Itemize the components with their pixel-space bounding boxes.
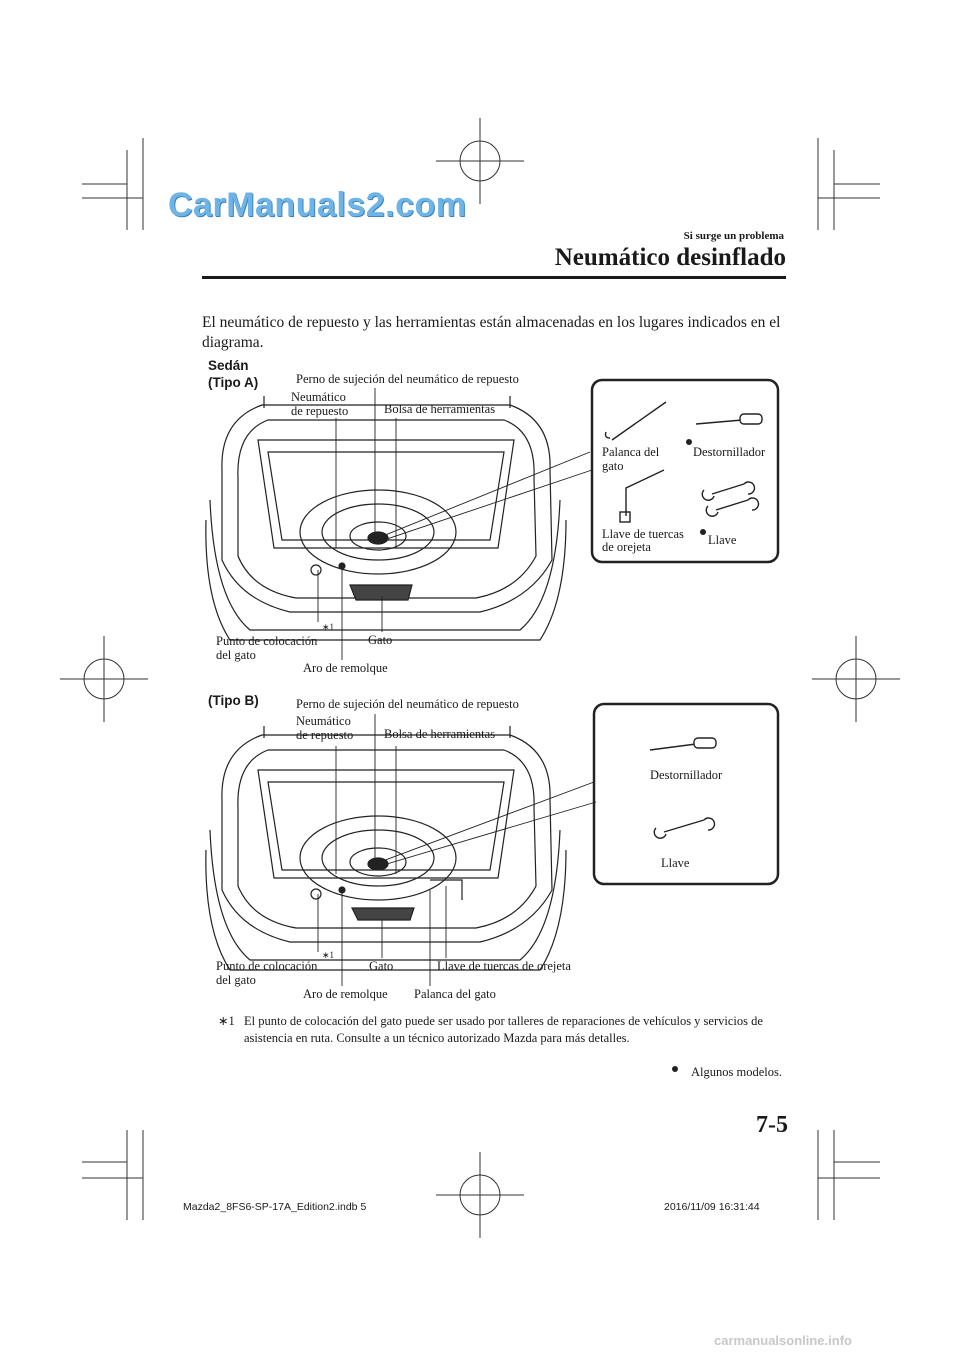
some-models-note: Algunos modelos. <box>691 1065 782 1079</box>
source-watermark: carmanualsonline.info <box>714 1333 852 1348</box>
label-neumatico-a-line1: Neumático <box>291 390 346 404</box>
tools-panel-type-b <box>592 702 780 886</box>
label-neumatico-b-line1: Neumático <box>296 714 351 728</box>
crop-marks <box>82 138 880 1220</box>
type-a-heading-line2: (Tipo A) <box>208 375 259 390</box>
label-destornillador-b: Destornillador <box>650 768 723 782</box>
label-llave-tuercas-a: Llave de tuercas de orejeta <box>602 528 684 554</box>
label-llave-tuercas-b: Llave de tuercas de orejeta <box>437 959 571 973</box>
footnote-text: El punto de colocación del gato puede se… <box>244 1014 763 1045</box>
label-punto-b-line2: del gato <box>216 973 256 987</box>
label-punto-b-line1: Punto de colocación <box>216 959 318 973</box>
section-title: Si surge un problema <box>683 230 784 242</box>
label-llave-tuercas-a-line2: de orejeta <box>602 540 651 554</box>
print-file-info: Mazda2_8FS6-SP-17A_Edition2.indb 5 <box>183 1201 367 1213</box>
label-punto-a-line1: Punto de colocación <box>216 634 318 648</box>
print-date-info: 2016/11/09 16:31:44 <box>664 1201 760 1213</box>
label-llave-b: Llave <box>661 856 690 870</box>
label-perno-a: Perno de sujeción del neumático de repue… <box>296 372 519 386</box>
type-a-heading: Sedán (Tipo A) <box>208 357 258 391</box>
label-palanca-b: Palanca del gato <box>414 987 496 1001</box>
registration-marks <box>60 118 900 1238</box>
label-neumatico-a: Neumático de repuesto <box>291 390 348 418</box>
footnote: ∗1 El punto de colocación del gato puede… <box>218 1013 778 1047</box>
label-aro-b: Aro de remolque <box>303 987 388 1001</box>
label-bolsa-a: Bolsa de herramientas <box>384 402 496 416</box>
label-gato-b: Gato <box>369 959 394 973</box>
some-models-marks-type-a <box>686 439 706 535</box>
tools-panel-type-a <box>590 378 780 564</box>
label-palanca-a-line1: Palanca del <box>602 445 660 459</box>
label-destornillador-a: Destornillador <box>693 445 766 459</box>
label-punto-a-line2: del gato <box>216 648 256 662</box>
type-b-heading: (Tipo B) <box>208 693 259 708</box>
footnote-ref-a: ∗1 <box>322 622 335 632</box>
leader-lines-type-a <box>317 388 593 660</box>
trunk-illustration-type-a <box>205 396 567 641</box>
header-rule <box>202 276 786 279</box>
tools-illustrations-type-a <box>604 401 763 523</box>
type-a-heading-line1: Sedán <box>208 358 249 373</box>
label-perno-b: Perno de sujeción del neumático de repue… <box>296 697 519 711</box>
label-palanca-a: Palanca del gato <box>602 445 659 473</box>
label-aro-a: Aro de remolque <box>303 661 388 675</box>
label-neumatico-b: Neumático de repuesto <box>296 714 353 742</box>
footnote-mark: ∗1 <box>218 1014 235 1028</box>
label-bolsa-b: Bolsa de herramientas <box>384 727 496 741</box>
label-llave-tuercas-a-line1: Llave de tuercas <box>602 527 684 541</box>
label-llave-a: Llave <box>708 533 737 547</box>
label-neumatico-b-line2: de repuesto <box>296 728 354 742</box>
page-number: 7-5 <box>756 1112 788 1138</box>
footnote-ref-b: ∗1 <box>322 950 335 960</box>
chapter-title: Neumático desinflado <box>554 244 786 271</box>
label-gato-a: Gato <box>368 633 393 647</box>
label-palanca-a-line2: gato <box>602 459 624 473</box>
label-punto-b: Punto de colocación del gato <box>216 959 317 987</box>
leader-lines-type-b <box>317 714 597 986</box>
label-punto-a: Punto de colocación del gato <box>216 634 317 662</box>
trunk-illustration-type-b <box>205 726 567 971</box>
watermark-logo: CarManuals2.com <box>168 186 467 224</box>
some-models-mark <box>672 1066 678 1072</box>
intro-paragraph: El neumático de repuesto y las herramien… <box>202 314 781 351</box>
tools-illustrations-type-b <box>649 737 717 839</box>
label-neumatico-a-line2: de repuesto <box>291 404 349 418</box>
